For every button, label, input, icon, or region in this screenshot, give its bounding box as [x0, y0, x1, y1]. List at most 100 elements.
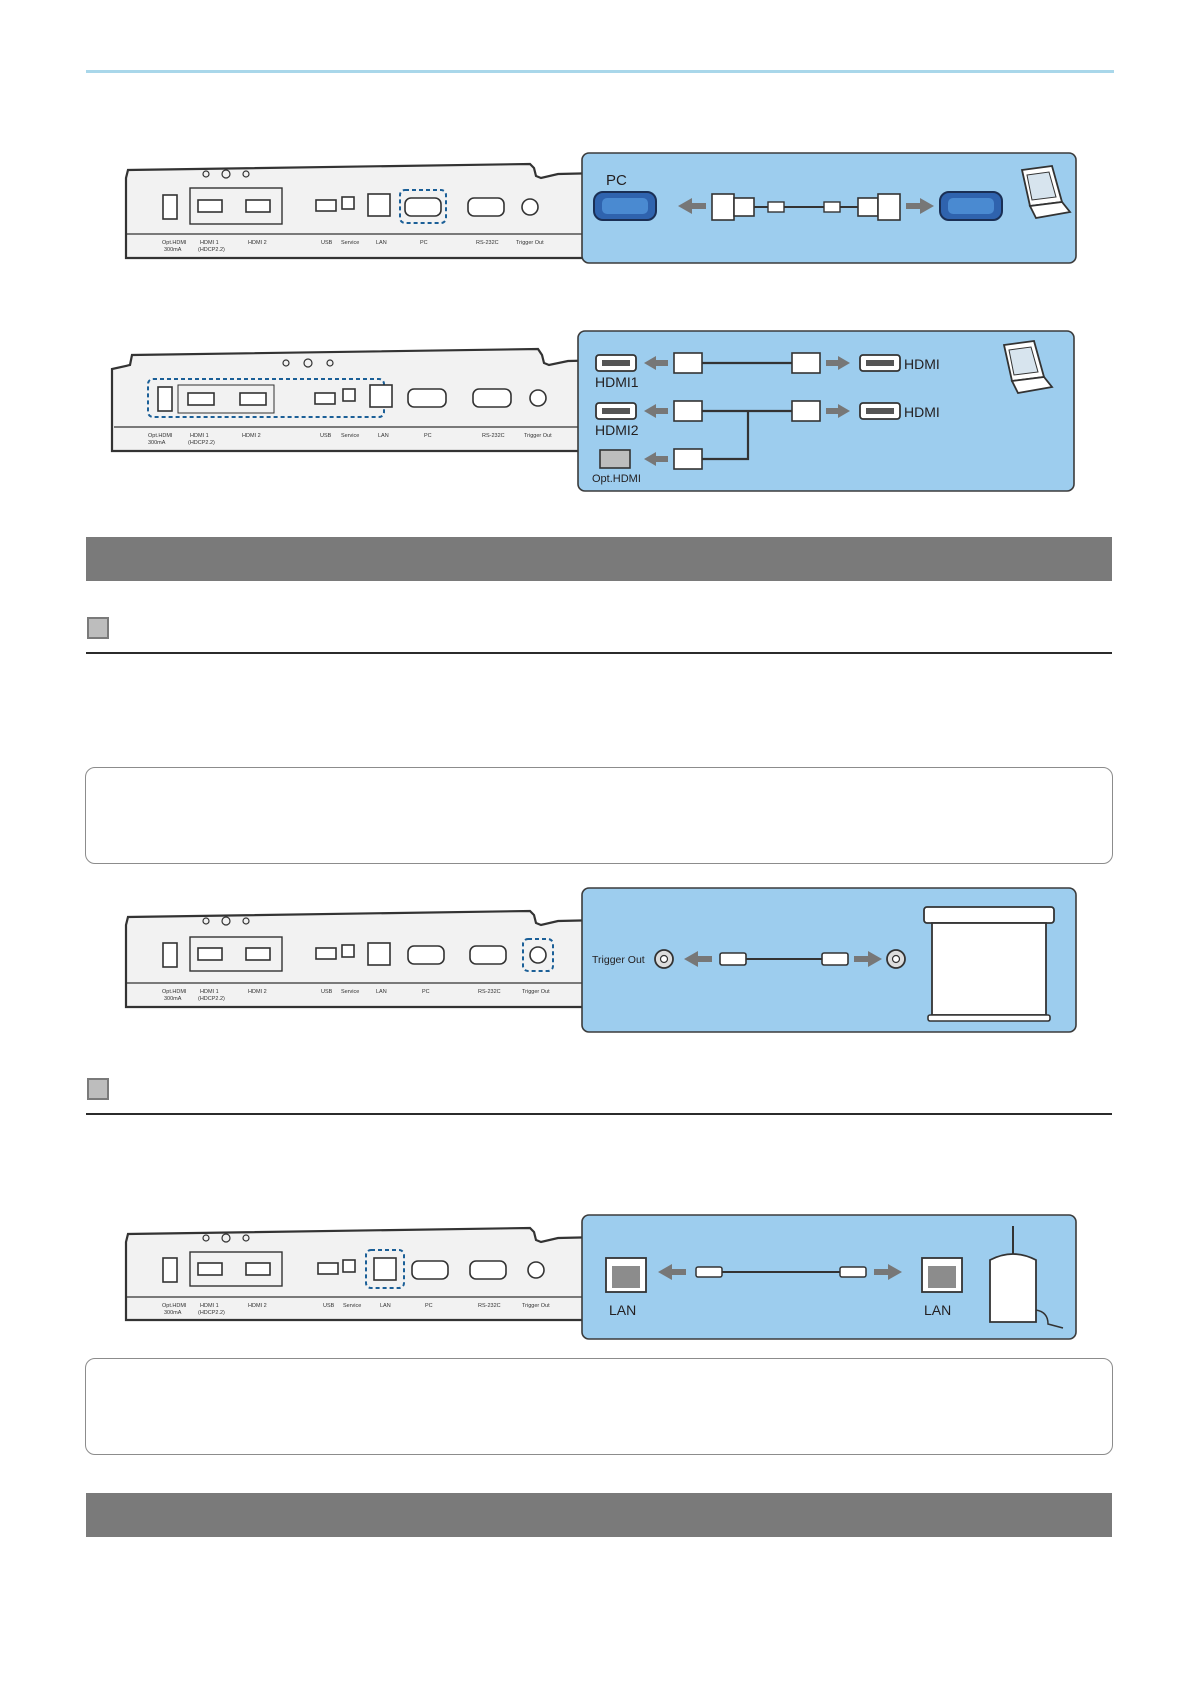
- label-hdmi2-4: HDMI 2: [248, 1303, 267, 1309]
- opt-hdmi-panel-label: Opt.HDMI: [592, 473, 641, 485]
- dest-hdmi-label-b: HDMI: [904, 404, 940, 420]
- laptop-icon-2: [1002, 340, 1054, 395]
- label-usb-3: USB: [321, 989, 333, 995]
- opt-hdmi-port: [162, 194, 178, 220]
- lan-port-highlight: [365, 1249, 405, 1289]
- label-trigger-out-2: Trigger Out: [524, 433, 552, 439]
- hdmi2-port-3: [245, 947, 271, 961]
- hdmi1-panel-label: HDMI1: [595, 374, 639, 390]
- label-hdmi1: HDMI 1: [200, 240, 219, 246]
- hdmi2-port: [245, 199, 271, 213]
- subsection-rule-2: [86, 1113, 1112, 1115]
- label-opt-hdmi-current-2: 300mA: [148, 440, 166, 446]
- label-rs232c-3: RS-232C: [478, 989, 501, 995]
- label-opt-hdmi-current: 300mA: [164, 247, 182, 253]
- rs232c-port-2: [472, 388, 512, 408]
- label-service: Service: [341, 240, 359, 246]
- usb-port: [315, 199, 337, 212]
- lan-port-3: [367, 942, 391, 966]
- label-pc-2: PC: [424, 433, 432, 439]
- pc-port: [404, 197, 442, 217]
- label-hdmi1-hdcp-3: (HDCP2.2): [198, 996, 225, 1002]
- label-service-2: Service: [341, 433, 359, 439]
- hdmi1-port-3: [197, 947, 223, 961]
- usb-port-4: [317, 1262, 339, 1275]
- trigger-out-port-4: [527, 1261, 545, 1279]
- service-port-3: [341, 944, 355, 958]
- pc-connection-figure: Opt.HDMI 300mA HDMI 1 (HDCP2.2) HDMI 2 U…: [124, 152, 1077, 264]
- label-service-4: Service: [343, 1303, 361, 1309]
- label-trigger-out: Trigger Out: [516, 240, 544, 246]
- label-hdmi1-2: HDMI 1: [190, 433, 209, 439]
- vga-plug-right: [857, 197, 879, 217]
- label-lan: LAN: [376, 240, 387, 246]
- mini-plug-right: [821, 952, 849, 966]
- mini-plug-left: [719, 952, 747, 966]
- trigger-out-port-3: [529, 946, 547, 964]
- laptop-icon: [1020, 165, 1072, 220]
- label-hdmi1-hdcp: (HDCP2.2): [198, 247, 225, 253]
- label-service-3: Service: [341, 989, 359, 995]
- label-rs232c-4: RS-232C: [478, 1303, 501, 1309]
- label-lan-2: LAN: [378, 433, 389, 439]
- pc-port-2: [407, 388, 447, 408]
- dest-hdmi-label-a: HDMI: [904, 356, 940, 372]
- pc-port-3: [407, 945, 445, 965]
- lan-port-4: [373, 1257, 397, 1281]
- screen-icon: [923, 906, 1055, 1022]
- hdmi2-port-4: [245, 1262, 271, 1276]
- label-hdmi2: HDMI 2: [248, 240, 267, 246]
- hdmi-plug-3a: [673, 448, 703, 470]
- trigger-out-port: [521, 198, 539, 216]
- label-hdmi2-2: HDMI 2: [242, 433, 261, 439]
- label-pc-4: PC: [425, 1303, 433, 1309]
- pc-panel-label: PC: [606, 172, 627, 189]
- hdmi1-port: [197, 199, 223, 213]
- lan-port: [367, 193, 391, 217]
- lan-panel-label-right: LAN: [924, 1302, 951, 1318]
- usb-port-3: [315, 947, 337, 960]
- label-pc-3: PC: [422, 989, 430, 995]
- note-box-1: [85, 767, 1113, 864]
- label-rs232c-2: RS-232C: [482, 433, 505, 439]
- hdmi1-port-2: [187, 392, 215, 406]
- opt-hdmi-port-4: [162, 1257, 178, 1283]
- label-lan-4: LAN: [380, 1303, 391, 1309]
- hdmi-plug-2b: [791, 400, 821, 422]
- opt-hdmi-port-2: [157, 386, 173, 412]
- label-rs232c: RS-232C: [476, 240, 499, 246]
- usb-port-2: [314, 392, 336, 405]
- trigger-out-port-2: [529, 389, 547, 407]
- subsection-square-2: [87, 1078, 109, 1100]
- hdmi-plug-2a: [673, 400, 703, 422]
- service-port-4: [342, 1259, 356, 1273]
- label-hdmi1-hdcp-4: (HDCP2.2): [198, 1310, 225, 1316]
- lan-connection-figure: Opt.HDMI 300mA HDMI 1 (HDCP2.2) HDMI 2 U…: [124, 1214, 1077, 1340]
- label-hdmi1-4: HDMI 1: [200, 1303, 219, 1309]
- rj45-plug-right: [839, 1266, 867, 1278]
- label-usb: USB: [321, 240, 333, 246]
- trigger-panel-label: Trigger Out: [592, 954, 645, 966]
- hdmi-plug-1b: [791, 352, 821, 374]
- hdmi2-panel-label: HDMI2: [595, 422, 639, 438]
- pc-port-4: [411, 1260, 449, 1280]
- rs232c-port-4: [469, 1260, 507, 1280]
- label-trigger-out-3: Trigger Out: [522, 989, 550, 995]
- label-trigger-out-4: Trigger Out: [522, 1303, 550, 1309]
- label-hdmi1-3: HDMI 1: [200, 989, 219, 995]
- hdmi-connection-figure: Opt.HDMI 300mA HDMI 1 (HDCP2.2) HDMI 2 U…: [110, 330, 1075, 492]
- opt-hdmi-port-icon: [599, 449, 631, 469]
- pc-port-highlight: [399, 189, 447, 224]
- lan-panel-label-left: LAN: [609, 1302, 636, 1318]
- subsection-square-1: [87, 617, 109, 639]
- subsection-rule-1: [86, 652, 1112, 654]
- hdmi-plug-1a: [673, 352, 703, 374]
- opt-hdmi-port-3: [162, 942, 178, 968]
- lan-cable-panel: [581, 1214, 1077, 1340]
- lan-port-2: [369, 384, 393, 408]
- service-port-2: [342, 388, 356, 402]
- section-heading-bar-1: [86, 537, 1112, 581]
- label-opt-hdmi-4: Opt.HDMI: [162, 1303, 187, 1309]
- note-box-2: [85, 1358, 1113, 1455]
- trigger-out-figure: Opt.HDMI 300mA HDMI 1 (HDCP2.2) HDMI 2 U…: [124, 887, 1077, 1033]
